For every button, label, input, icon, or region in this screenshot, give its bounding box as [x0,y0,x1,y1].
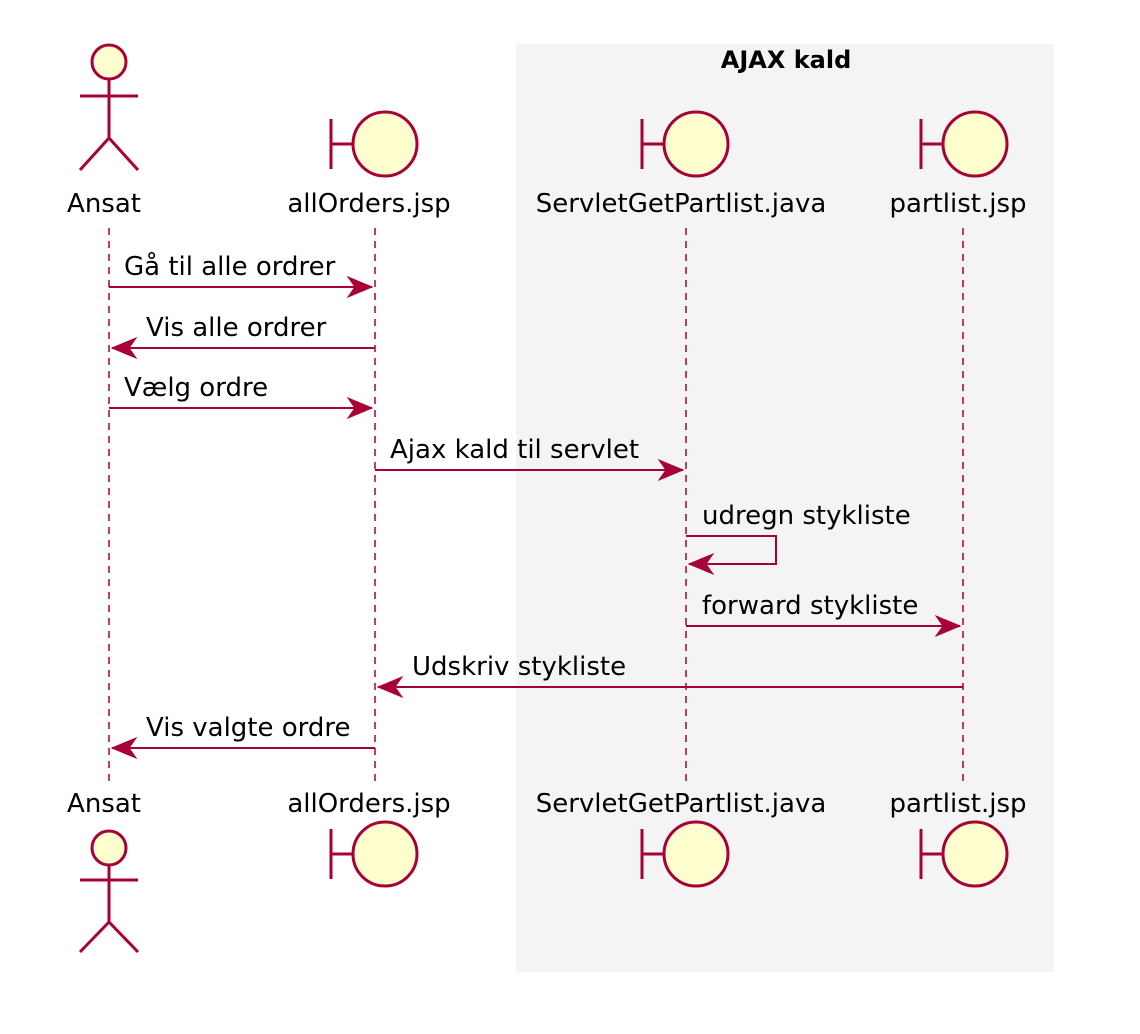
participant-label: allOrders.jsp [287,789,450,819]
participant-label: Ansat [67,789,141,819]
message-label: Udskriv stykliste [412,652,626,682]
arrowhead-left-icon [110,336,138,360]
boundary-icon [640,820,730,888]
message-6: forward stykliste [686,591,962,638]
arrowhead-right-icon [346,275,374,299]
participant-ansat-bottom: Ansat [67,789,141,954]
participant-servlet-top: ServletGetPartlist.java [536,110,827,219]
participant-ansat-top: Ansat [67,43,141,219]
message-label: Ajax kald til servlet [390,435,639,465]
boundary-icon [329,110,419,178]
message-5-self: udregn stykliste [686,501,911,576]
message-label: Vis valgte ordre [146,713,351,743]
participant-label: partlist.jsp [889,789,1026,819]
arrowhead-left-icon [110,736,138,760]
participant-label: partlist.jsp [889,189,1026,219]
group-background [516,44,1054,972]
participant-label: allOrders.jsp [287,189,450,219]
arrowhead-right-icon [934,614,962,638]
message-label: Vis alle ordrer [146,313,327,343]
arrowhead-left-icon [687,552,715,576]
actor-icon [78,829,140,954]
message-label: udregn stykliste [702,501,911,531]
boundary-icon [640,110,730,178]
boundary-icon [329,820,419,888]
arrowhead-left-icon [376,675,404,699]
participant-partlist-bottom: partlist.jsp [889,789,1027,888]
group-title: AJAX kald [721,46,852,74]
boundary-icon [919,820,1009,888]
participant-allorders-top: allOrders.jsp [287,110,451,219]
arrowhead-right-icon [346,396,374,420]
message-2: Vis alle ordrer [110,313,375,360]
participant-allorders-bottom: allOrders.jsp [287,789,451,888]
message-1: Gå til alle ordrer [109,251,374,299]
participant-label: Ansat [67,189,141,219]
message-label: Gå til alle ordrer [124,251,336,282]
message-7: Udskriv stykliste [376,652,963,699]
boundary-icon [919,110,1009,178]
message-label: forward stykliste [702,591,918,621]
participant-label: ServletGetPartlist.java [536,189,827,219]
group-box: AJAX kald [516,44,1054,972]
participant-partlist-top: partlist.jsp [889,110,1027,219]
participant-servlet-bottom: ServletGetPartlist.java [536,789,827,888]
lifelines [108,228,964,786]
messages: Gå til alle ordrer Vis alle ordrer Vælg … [109,251,963,760]
message-8: Vis valgte ordre [110,713,375,760]
message-4: Ajax kald til servlet [375,435,685,482]
message-3: Vælg ordre [109,373,374,420]
participant-label: ServletGetPartlist.java [536,789,827,819]
actor-icon [78,43,140,172]
message-label: Vælg ordre [124,373,268,403]
arrowhead-right-icon [657,458,685,482]
